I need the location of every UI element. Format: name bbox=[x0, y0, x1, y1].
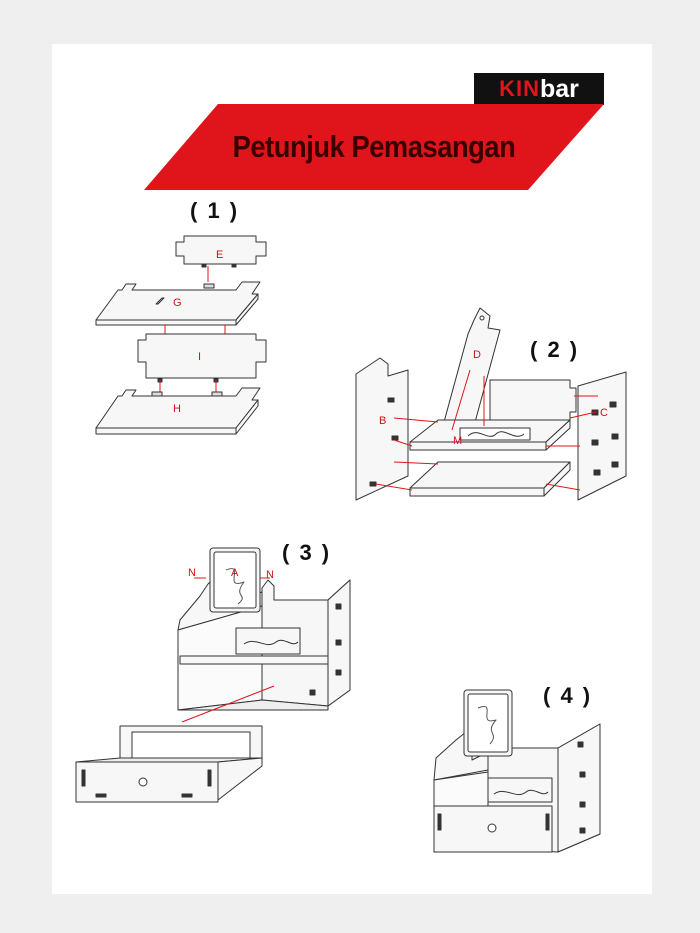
step-3-diagram bbox=[75, 547, 351, 803]
shelf-middle-m bbox=[409, 419, 571, 451]
part-label-n-left: N bbox=[188, 567, 196, 579]
step-3-label: ( 3 ) bbox=[282, 540, 332, 565]
drawer-3 bbox=[75, 725, 263, 803]
part-label-c: C bbox=[600, 407, 608, 419]
panel-g bbox=[95, 281, 261, 326]
part-label-g: G bbox=[173, 297, 182, 309]
step-1-diagram bbox=[95, 235, 267, 435]
panel-c bbox=[577, 371, 627, 501]
cabinet-4 bbox=[433, 723, 601, 853]
mirror-a bbox=[209, 547, 261, 613]
step-4-label: ( 4 ) bbox=[543, 683, 593, 708]
part-label-e: E bbox=[216, 249, 223, 261]
panel-i bbox=[137, 333, 267, 383]
page-title: Petunjuk Pemasangan bbox=[232, 129, 516, 164]
part-label-b: B bbox=[379, 415, 386, 427]
brand-logo-suffix: bar bbox=[539, 74, 579, 103]
title-banner-shape bbox=[144, 104, 604, 190]
step-2-diagram bbox=[355, 307, 627, 501]
title-banner bbox=[144, 104, 604, 190]
cabinet-3 bbox=[177, 577, 351, 711]
panel-back-2 bbox=[489, 379, 577, 425]
part-label-n-right: N bbox=[266, 569, 274, 581]
panel-h bbox=[95, 387, 261, 435]
step-4-diagram bbox=[433, 689, 601, 853]
panel-d bbox=[443, 307, 501, 427]
brand-logo-prefix: KIN bbox=[499, 76, 540, 101]
part-label-m: M bbox=[453, 435, 462, 447]
panel-e bbox=[175, 235, 267, 268]
part-label-d: D bbox=[473, 349, 481, 361]
shelf-bottom-2 bbox=[409, 461, 571, 497]
part-label-i: I bbox=[198, 351, 201, 363]
step-1-label: ( 1 ) bbox=[190, 198, 240, 223]
panel-b bbox=[355, 357, 409, 501]
part-label-h: H bbox=[173, 403, 181, 415]
step-2-label: ( 2 ) bbox=[530, 337, 580, 362]
part-label-a: A bbox=[231, 567, 239, 579]
mirror-4 bbox=[463, 689, 513, 757]
